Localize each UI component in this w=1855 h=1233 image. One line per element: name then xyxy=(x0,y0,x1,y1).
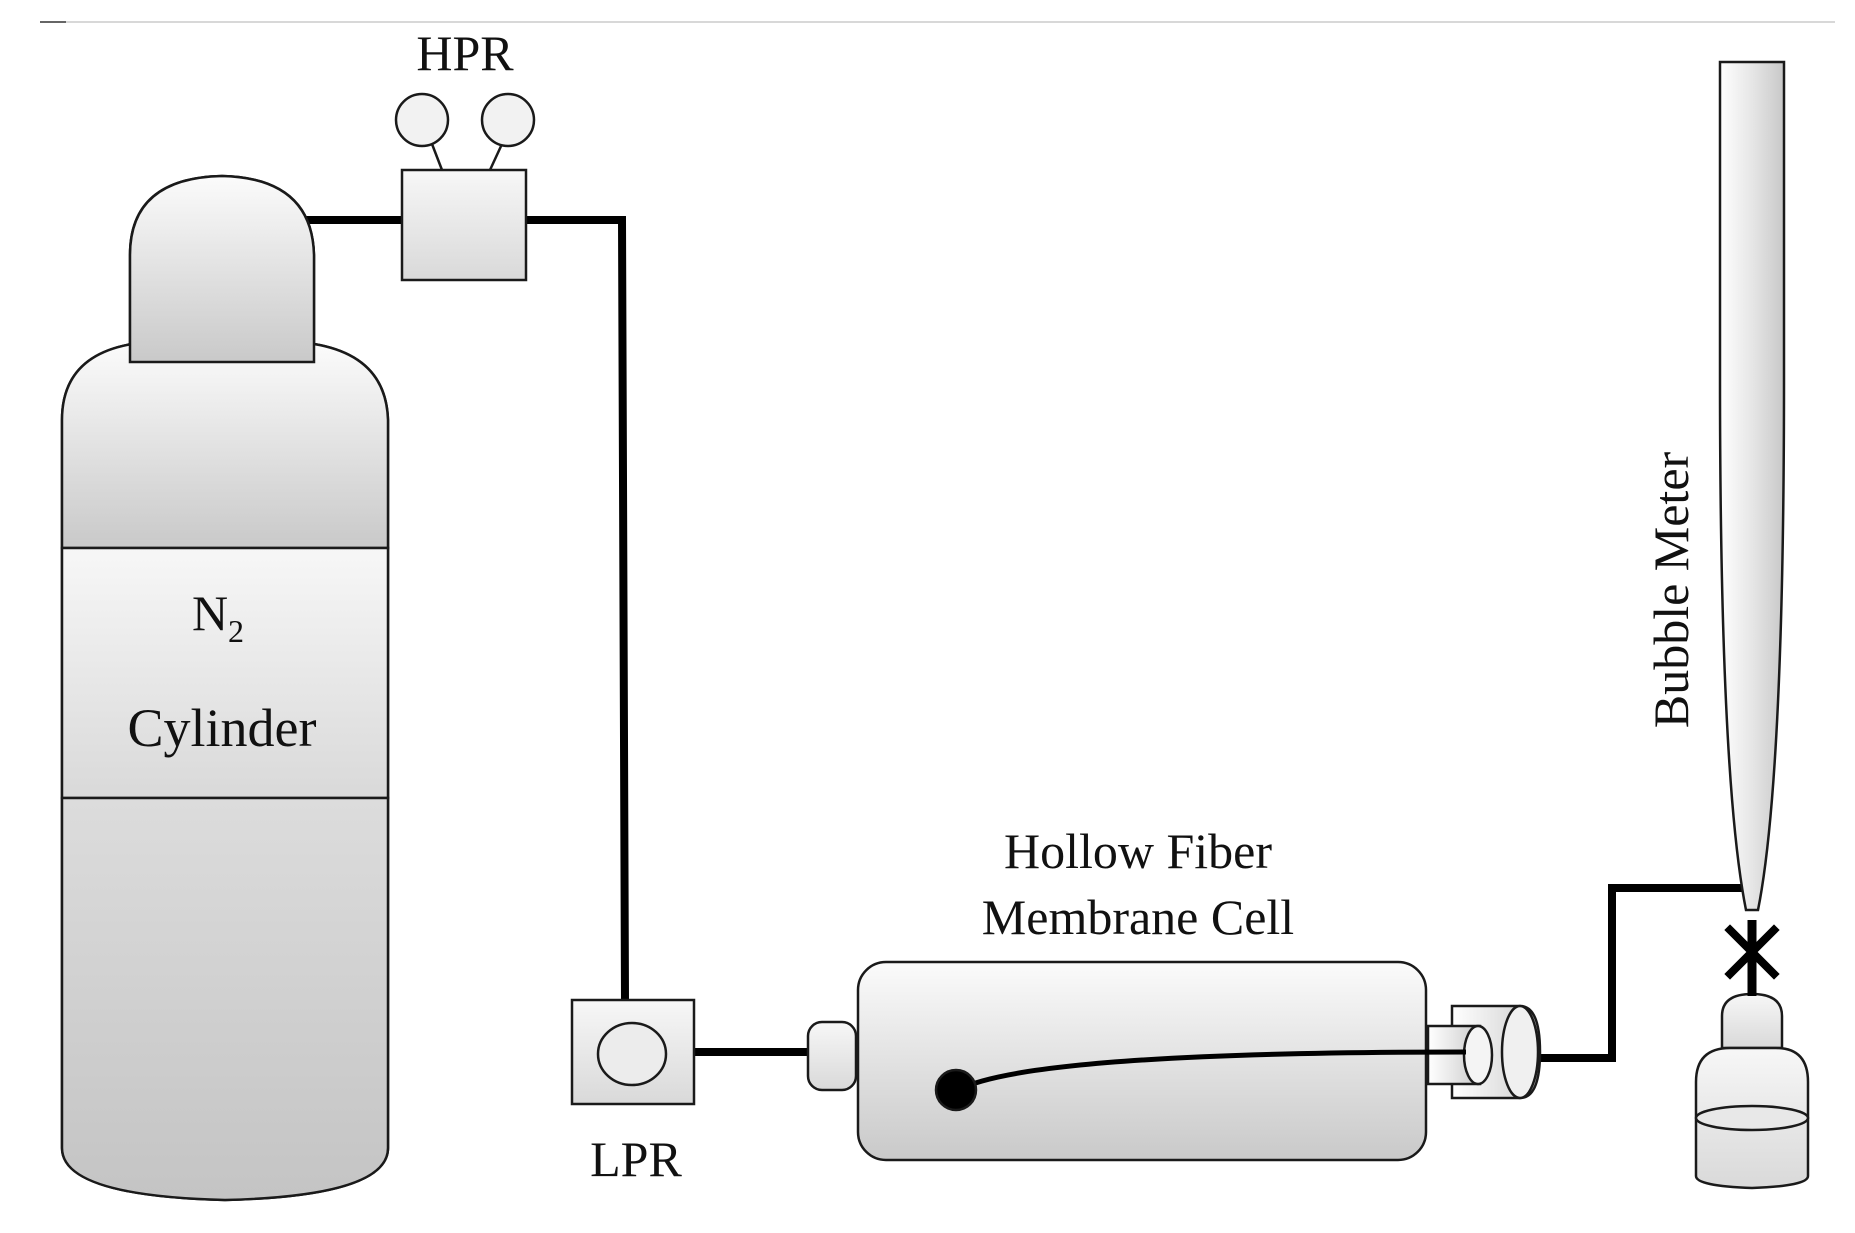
membrane-outlet-fitting-face xyxy=(1500,1004,1540,1100)
n2-cylinder xyxy=(60,174,390,1202)
bubble-meter-label: Bubble Meter xyxy=(1643,451,1699,728)
bubble-meter xyxy=(1694,60,1810,1190)
hollow-fiber xyxy=(956,1049,1467,1093)
lpr-gauge xyxy=(596,1021,668,1087)
hpr-gauge-stem-left xyxy=(430,143,444,171)
pipes xyxy=(306,216,1755,1062)
pipe-hpr-to-lpr xyxy=(524,216,629,1001)
hpr-gauge-stem-right xyxy=(488,143,504,171)
membrane-outlet-coupling-face xyxy=(1462,1024,1494,1086)
cylinder-gas-label: N2 xyxy=(192,585,244,649)
hollow-fiber-sealed-end xyxy=(934,1068,978,1112)
hpr-gauge-right xyxy=(480,92,536,148)
cylinder-label-band xyxy=(60,546,390,800)
hpr-label: HPR xyxy=(416,25,514,81)
bubble-meter-liquid-surface xyxy=(1694,1104,1810,1132)
lpr-regulator xyxy=(570,998,696,1106)
lpr-label: LPR xyxy=(590,1131,682,1187)
membrane-label-line1: Hollow Fiber xyxy=(1004,823,1272,879)
bubble-meter-bulb-neck xyxy=(1720,992,1784,1050)
cylinder-shoulder xyxy=(60,342,390,550)
cylinder-valve-cap-top xyxy=(128,174,316,364)
pipe-membrane-to-bubble-meter xyxy=(1540,884,1755,1062)
hpr-body xyxy=(400,168,528,282)
hpr-regulator xyxy=(394,92,536,282)
hpr-gauge-left xyxy=(394,92,450,148)
cylinder-label: Cylinder xyxy=(128,698,317,758)
bubble-meter-tube xyxy=(1718,60,1786,912)
membrane-label-line2: Membrane Cell xyxy=(982,889,1294,945)
membrane-inlet-fitting xyxy=(806,1020,858,1092)
membrane-cell xyxy=(806,960,1542,1162)
cylinder-lower xyxy=(60,796,390,1202)
bubble-meter-valve-cross-icon xyxy=(1724,924,1780,980)
